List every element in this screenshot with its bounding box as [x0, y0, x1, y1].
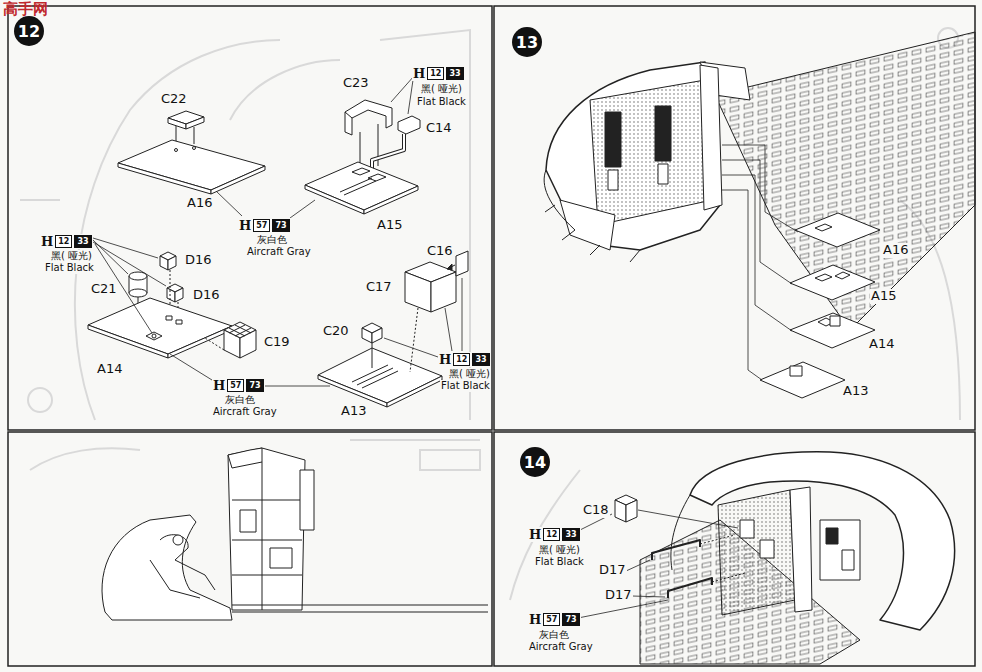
- paint-callout: H1233: [40, 234, 93, 249]
- paint-code: 57: [253, 219, 270, 232]
- paint-callout: H1233: [528, 527, 581, 542]
- paint-brand: H: [529, 612, 541, 627]
- color-name: Aircraft Gray: [246, 246, 312, 258]
- paint-brand: H: [439, 352, 451, 367]
- color-name: 黑( 哑光): [50, 250, 93, 262]
- paint-code: 33: [446, 67, 463, 80]
- part-number: C14: [425, 121, 453, 136]
- step-digit: 14: [524, 453, 546, 472]
- panel-frame: [8, 6, 975, 666]
- part-number: C19: [263, 335, 291, 350]
- color-name: 黑( 哑光): [448, 368, 491, 380]
- paint-brand: H: [239, 218, 251, 233]
- paint-code: 12: [427, 67, 444, 80]
- part-number: A13: [340, 404, 367, 419]
- leader-line: [722, 145, 798, 380]
- paint-callout: H5773: [212, 378, 265, 393]
- paint-callout: H1233: [438, 352, 491, 367]
- paint-code: 73: [562, 613, 579, 626]
- paint-brand: H: [213, 378, 225, 393]
- paint-code: 12: [453, 353, 470, 366]
- step-number: 12: [14, 16, 44, 46]
- paint-code: 33: [472, 353, 489, 366]
- side-view-drawing: [102, 448, 488, 620]
- paint-brand: H: [413, 66, 425, 81]
- paint-brand: H: [529, 527, 541, 542]
- part-number: A14: [96, 362, 123, 377]
- watermark: 高手网: [2, 0, 49, 19]
- paint-callout: H1233: [412, 66, 465, 81]
- color-name: Aircraft Gray: [528, 641, 594, 653]
- part-number: A16: [882, 243, 909, 258]
- paint-code: 57: [543, 613, 560, 626]
- leader-line: [576, 510, 738, 618]
- part-number: C21: [90, 282, 118, 297]
- part-drawing: [88, 100, 468, 407]
- part-number: A15: [870, 289, 897, 304]
- color-name: Flat Black: [416, 96, 467, 108]
- step-digit: 13: [516, 33, 538, 52]
- part-number: D17: [604, 588, 633, 603]
- paint-code: 12: [543, 528, 560, 541]
- part-number: A13: [842, 384, 869, 399]
- part-number: C22: [160, 92, 188, 107]
- part-number: D16: [192, 288, 221, 303]
- color-name: Aircraft Gray: [212, 406, 278, 418]
- color-name: Flat Black: [534, 556, 585, 568]
- paint-code: 73: [246, 379, 263, 392]
- step-number: 13: [512, 27, 542, 57]
- paint-brand: H: [41, 234, 53, 249]
- color-name: 黑( 哑光): [538, 544, 581, 556]
- step-number: 14: [520, 447, 550, 477]
- fuselage-drawing: [544, 32, 975, 398]
- color-name: 黑( 哑光): [420, 83, 463, 95]
- part-number: A15: [376, 218, 403, 233]
- paint-code: 33: [562, 528, 579, 541]
- part-number: C16: [426, 244, 454, 259]
- step-digit: 12: [18, 22, 40, 41]
- part-number: C18: [582, 503, 610, 518]
- part-number: A14: [868, 337, 895, 352]
- color-name: 灰白色: [256, 234, 288, 246]
- paint-code: 33: [74, 235, 91, 248]
- color-name: Flat Black: [44, 262, 95, 274]
- paint-code: 57: [227, 379, 244, 392]
- color-name: Flat Black: [440, 380, 491, 392]
- part-number: A16: [186, 196, 213, 211]
- paint-code: 12: [55, 235, 72, 248]
- fuselage-drawing: [615, 452, 955, 664]
- leader-line: [93, 76, 462, 386]
- part-number: C20: [322, 324, 350, 339]
- paint-code: 73: [272, 219, 289, 232]
- part-number: D17: [598, 563, 627, 578]
- part-number: C17: [365, 280, 393, 295]
- color-name: 灰白色: [538, 629, 570, 641]
- paint-callout: H5773: [528, 612, 581, 627]
- paint-callout: H5773: [238, 218, 291, 233]
- color-name: 灰白色: [224, 394, 256, 406]
- part-number: C23: [342, 76, 370, 91]
- part-number: D16: [184, 253, 213, 268]
